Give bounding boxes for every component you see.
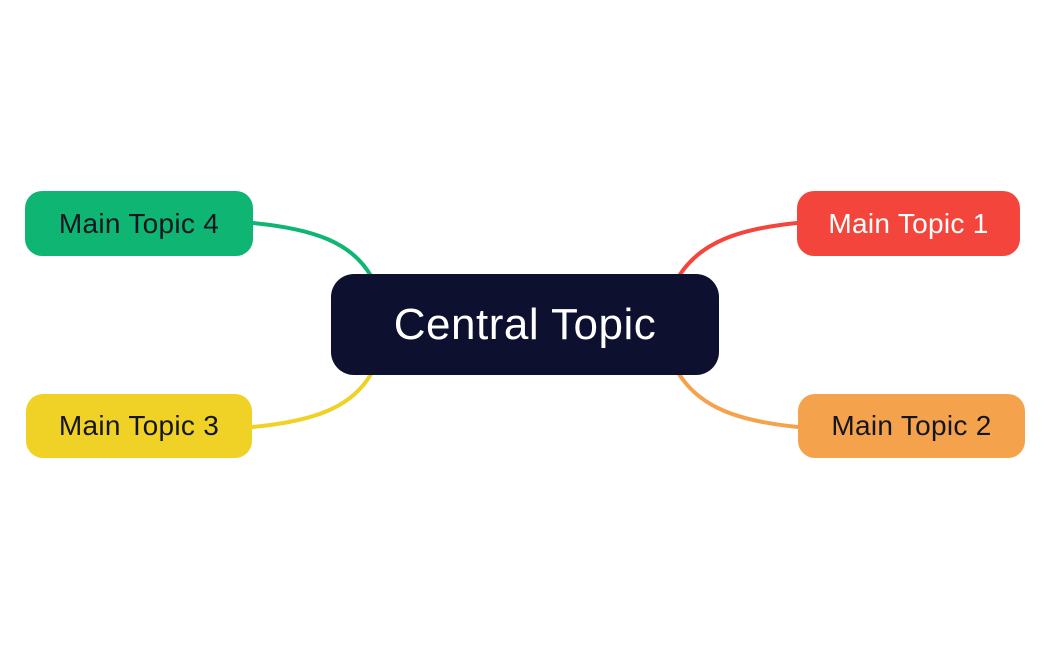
main-topic-2-label: Main Topic 2 — [831, 410, 992, 441]
main-topic-1-label: Main Topic 1 — [828, 207, 989, 239]
main-topic-1-node[interactable]: Main Topic 1 — [797, 191, 1020, 256]
connector-main-topic-4 — [251, 221, 373, 278]
connector-main-topic-1 — [677, 221, 799, 278]
main-topic-4-label: Main Topic 4 — [58, 207, 220, 239]
connector-main-topic-3 — [251, 372, 373, 429]
main-topic-3-node[interactable]: Main Topic 3 — [26, 394, 252, 458]
connector-main-topic-2 — [677, 372, 800, 429]
main-topic-2-node[interactable]: Main Topic 2 — [798, 394, 1025, 458]
main-topic-4-node[interactable]: Main Topic 4 — [25, 191, 253, 256]
central-topic-label: Central Topic — [393, 299, 657, 349]
central-topic-node[interactable]: Central Topic — [331, 274, 719, 375]
main-topic-3-label: Main Topic 3 — [58, 410, 220, 441]
